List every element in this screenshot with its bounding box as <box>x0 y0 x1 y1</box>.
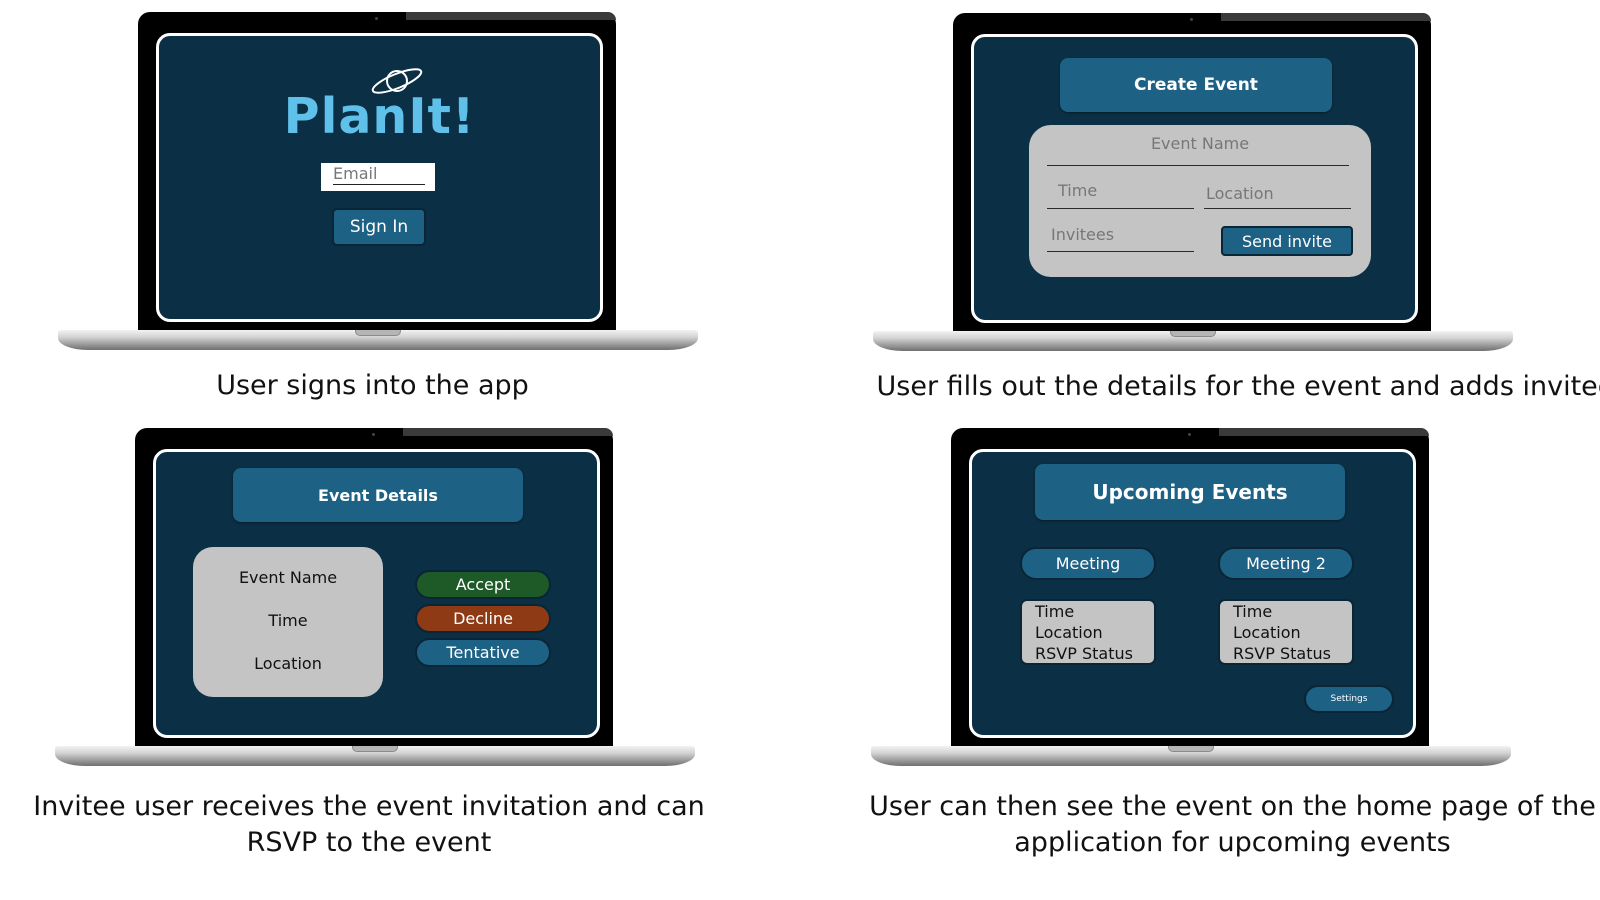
planet-icon <box>371 68 423 94</box>
accept-button[interactable]: Accept <box>415 570 551 599</box>
laptop-base <box>871 746 1511 766</box>
create-event-title: Create Event <box>1060 58 1332 112</box>
event-time: Time <box>1035 602 1075 621</box>
event-pill-meeting[interactable]: Meeting <box>1020 547 1156 580</box>
panel-create-event: Create Event Event Name Time Location In… <box>800 0 1600 420</box>
event-card-meeting[interactable]: Time Location RSVP Status <box>1020 599 1156 665</box>
location-field[interactable]: Location <box>1206 184 1274 203</box>
event-location: Location <box>1035 623 1103 642</box>
email-field[interactable]: Email <box>321 163 435 191</box>
invitees-field[interactable]: Invitees <box>1051 225 1115 244</box>
app-logo-text: PlanIt! <box>283 88 476 145</box>
panel-event-details: Event Details Event Name Time Location A… <box>0 420 800 900</box>
caption-line-2: application for upcoming events <box>1014 827 1451 858</box>
event-details-title: Event Details <box>233 468 523 522</box>
laptop-mockup: PlanIt! Email Sign In <box>58 12 698 352</box>
time-field[interactable]: Time <box>1058 181 1098 200</box>
event-info-card: Event Name Time Location <box>193 547 383 697</box>
app-screen: Upcoming Events Meeting Time Location RS… <box>969 449 1416 738</box>
panel-signin: PlanIt! Email Sign In User signs into th… <box>0 0 800 420</box>
caption-create-event: User fills out the details for the event… <box>876 371 1600 402</box>
upcoming-events-title: Upcoming Events <box>1035 464 1345 520</box>
app-screen: Create Event Event Name Time Location In… <box>971 34 1418 323</box>
event-location-text: Location <box>254 654 322 673</box>
app-screen: Event Details Event Name Time Location A… <box>153 449 600 738</box>
event-time: Time <box>1233 602 1273 621</box>
sign-in-button[interactable]: Sign In <box>332 208 426 246</box>
caption-event-details: Invitee user receives the event invitati… <box>0 789 738 861</box>
event-name-text: Event Name <box>238 568 338 587</box>
event-rsvp-status: RSVP Status <box>1233 644 1331 663</box>
event-card-meeting-2[interactable]: Time Location RSVP Status <box>1218 599 1354 665</box>
laptop-mockup: Upcoming Events Meeting Time Location RS… <box>871 428 1511 768</box>
event-location: Location <box>1233 623 1301 642</box>
event-name-field[interactable]: Event Name <box>1150 134 1250 153</box>
decline-button[interactable]: Decline <box>415 604 551 633</box>
event-time-text: Time <box>268 611 308 630</box>
laptop-mockup: Create Event Event Name Time Location In… <box>873 13 1513 353</box>
laptop-mockup: Event Details Event Name Time Location A… <box>55 428 695 768</box>
event-rsvp-status: RSVP Status <box>1035 644 1133 663</box>
panel-upcoming-events: Upcoming Events Meeting Time Location RS… <box>800 420 1600 900</box>
laptop-base <box>55 746 695 766</box>
app-screen: PlanIt! Email Sign In <box>156 33 603 322</box>
caption-signin: User signs into the app <box>216 370 529 401</box>
settings-button[interactable]: Settings <box>1304 685 1394 713</box>
event-pill-meeting-2[interactable]: Meeting 2 <box>1218 547 1354 580</box>
event-form-card: Event Name Time Location Invitees Send i… <box>1029 125 1371 277</box>
tentative-button[interactable]: Tentative <box>415 638 551 667</box>
laptop-base <box>873 331 1513 351</box>
caption-line-2: RSVP to the event <box>246 827 492 858</box>
send-invite-button[interactable]: Send invite <box>1221 226 1353 256</box>
caption-line-1: Invitee user receives the event invitati… <box>33 791 705 822</box>
caption-upcoming-events: User can then see the event on the home … <box>840 789 1600 861</box>
laptop-base <box>58 330 698 350</box>
caption-line-1: User can then see the event on the home … <box>869 791 1596 822</box>
email-placeholder: Email <box>333 164 378 183</box>
